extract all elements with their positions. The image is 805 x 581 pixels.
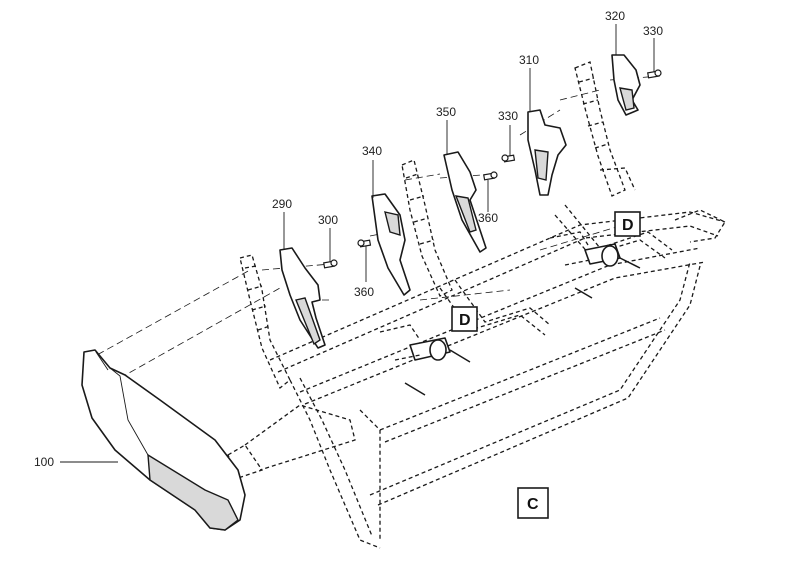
screw-360-left bbox=[357, 239, 372, 248]
screw-360-right bbox=[483, 171, 498, 181]
callout-340: 340 bbox=[362, 144, 382, 158]
callout-330-right: 330 bbox=[643, 24, 663, 38]
callout-350: 350 bbox=[436, 105, 456, 119]
armrest-cover-100 bbox=[81, 349, 246, 531]
detail-label-d-left: D bbox=[459, 312, 471, 329]
actuator-right bbox=[549, 231, 641, 299]
screw-330-left bbox=[501, 154, 516, 163]
callout-360-left: 360 bbox=[354, 285, 374, 299]
detail-label-d-right: D bbox=[622, 217, 634, 234]
trim-310 bbox=[527, 109, 567, 196]
callout-300: 300 bbox=[318, 213, 338, 227]
callout-leaders bbox=[60, 24, 655, 463]
trim-340 bbox=[371, 193, 411, 296]
callout-320: 320 bbox=[605, 9, 625, 23]
callout-100: 100 bbox=[34, 455, 54, 469]
trim-290 bbox=[279, 247, 326, 349]
screw-300 bbox=[323, 259, 338, 269]
callout-310: 310 bbox=[519, 53, 539, 67]
back-bracket-mid bbox=[401, 159, 453, 297]
back-bracket-right bbox=[574, 61, 636, 197]
seat-frame bbox=[227, 204, 726, 549]
callout-360-right: 360 bbox=[478, 211, 498, 225]
actuator-left bbox=[379, 324, 471, 396]
detail-marker-c: C bbox=[517, 487, 549, 519]
screw-330-right bbox=[647, 69, 662, 79]
back-bracket-left bbox=[239, 254, 291, 390]
detail-marker-d-right: D bbox=[614, 211, 641, 237]
callout-330-left: 330 bbox=[498, 109, 518, 123]
detail-label-c: C bbox=[527, 496, 539, 513]
callout-290: 290 bbox=[272, 197, 292, 211]
trim-350 bbox=[443, 151, 487, 253]
detail-marker-d-left: D bbox=[451, 306, 478, 332]
trim-320 bbox=[611, 54, 641, 116]
